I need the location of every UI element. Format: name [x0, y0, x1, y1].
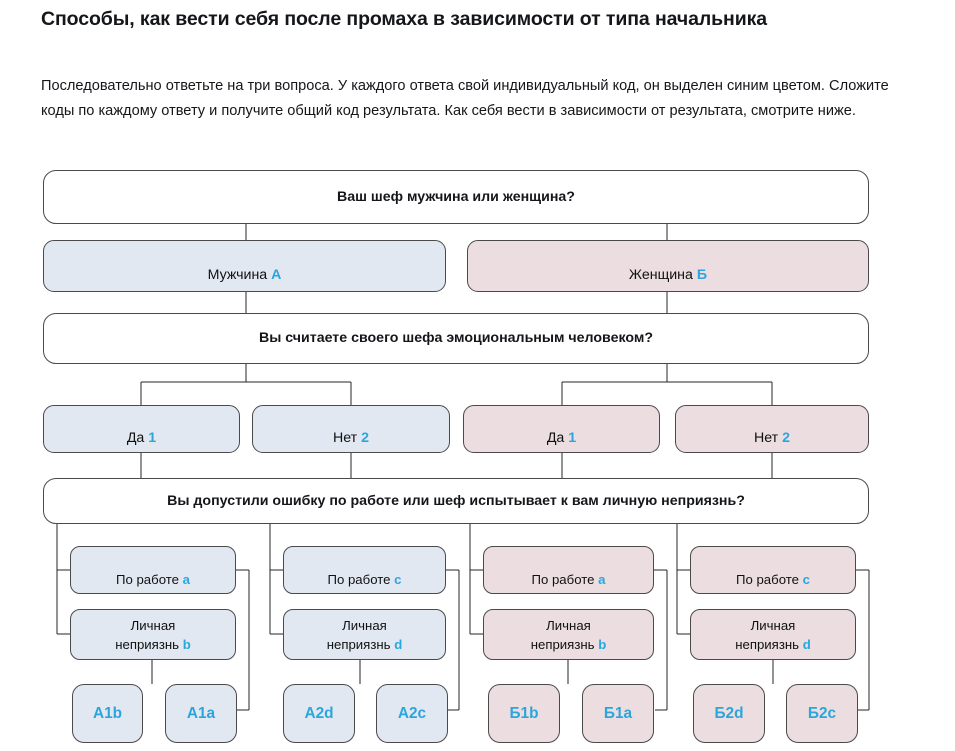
option-personal-4-label: Личная неприязнь [735, 617, 800, 652]
option-female[interactable]: Женщина Б [467, 240, 869, 292]
option-work-3-code: a [598, 572, 606, 587]
option-yes-female[interactable]: Да 1 [463, 405, 660, 453]
question-1-text: Ваш шеф мужчина или женщина? [337, 188, 575, 205]
question-box-1[interactable]: Ваш шеф мужчина или женщина? [43, 170, 869, 224]
result-box-b2c[interactable]: Б2c [786, 684, 858, 743]
result-box-a2c[interactable]: А2c [376, 684, 448, 743]
page-title: Способы, как вести себя после промаха в … [41, 8, 767, 30]
result-box-b2d[interactable]: Б2d [693, 684, 765, 743]
option-work-2-code: c [394, 572, 402, 587]
option-work-3[interactable]: По работе a [483, 546, 654, 594]
option-male-label: Мужчина А [207, 267, 282, 283]
question-box-3[interactable]: Вы допустили ошибку по работе или шеф ис… [43, 478, 869, 524]
result-box-b1b[interactable]: Б1b [488, 684, 560, 743]
option-personal-2-code: d [394, 636, 403, 652]
option-yes-male[interactable]: Да 1 [43, 405, 240, 453]
option-no-male[interactable]: Нет 2 [252, 405, 450, 453]
result-box-b1a[interactable]: Б1a [582, 684, 654, 743]
option-no-female-code: 2 [782, 430, 790, 446]
option-work-1[interactable]: По работе a [70, 546, 236, 594]
option-yes-female-code: 1 [568, 430, 577, 446]
option-personal-2[interactable]: Личная неприязнь d [283, 609, 446, 660]
result-box-a2d[interactable]: А2d [283, 684, 355, 743]
option-personal-1-code: b [182, 636, 191, 652]
question-3-text: Вы допустили ошибку по работе или шеф ис… [167, 492, 745, 509]
option-female-label: Женщина Б [628, 267, 708, 283]
option-work-1-code: a [182, 572, 190, 587]
option-female-code: Б [696, 267, 708, 283]
result-box-a1a[interactable]: А1a [165, 684, 237, 743]
intro-paragraph: Последовательно ответьте на три вопроса.… [41, 78, 889, 119]
option-personal-3-code: b [598, 636, 607, 652]
option-personal-4-code: d [802, 636, 811, 652]
option-personal-4[interactable]: Личная неприязнь d [690, 609, 856, 660]
option-work-4[interactable]: По работе c [690, 546, 856, 594]
option-personal-1-label: Личная неприязнь [115, 617, 180, 652]
option-personal-1[interactable]: Личная неприязнь b [70, 609, 236, 660]
option-personal-2-label: Личная неприязнь [326, 617, 391, 652]
result-box-a1b[interactable]: А1b [72, 684, 143, 743]
option-personal-3[interactable]: Личная неприязнь b [483, 609, 654, 660]
option-personal-3-label: Личная неприязнь [530, 617, 595, 652]
question-box-2[interactable]: Вы считаете своего шефа эмоциональным че… [43, 313, 869, 364]
option-work-2[interactable]: По работе c [283, 546, 446, 594]
option-no-female[interactable]: Нет 2 [675, 405, 869, 453]
option-work-4-code: c [802, 572, 810, 587]
option-yes-male-code: 1 [148, 430, 157, 446]
question-2-text: Вы считаете своего шефа эмоциональным че… [258, 330, 654, 346]
option-no-male-code: 2 [361, 430, 369, 446]
option-male[interactable]: Мужчина А [43, 240, 446, 292]
option-male-code: А [271, 267, 282, 283]
